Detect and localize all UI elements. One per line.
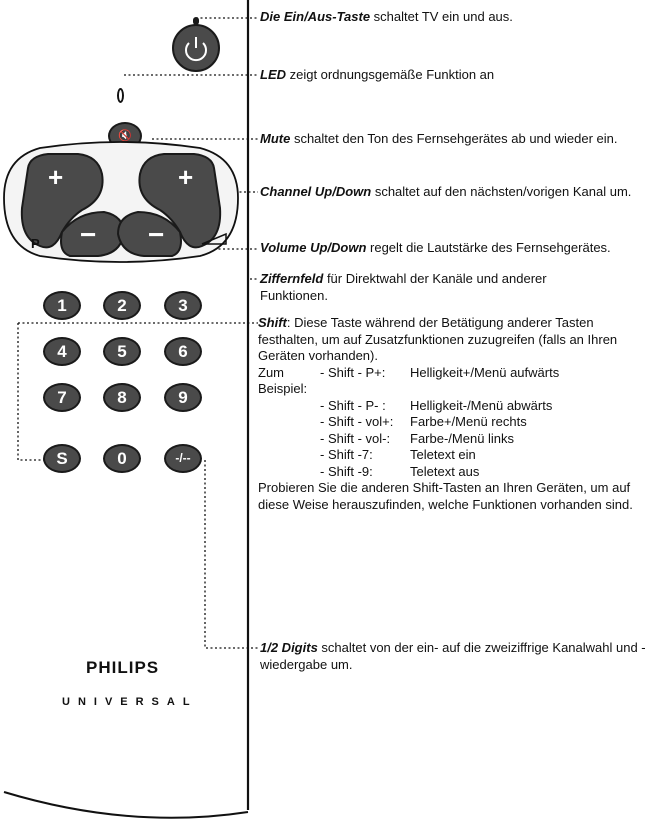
annotation-led-term: LED xyxy=(260,67,286,82)
mute-icon: 🔇 xyxy=(118,130,132,142)
shift-example-row: - Shift - vol-: Farbe-/Menü links xyxy=(258,431,559,448)
model-label: UNIVERSAL xyxy=(62,696,198,708)
key-9[interactable]: 9 xyxy=(164,383,202,412)
shift-example-effect: Farbe+/Menü rechts xyxy=(410,414,527,429)
key-7[interactable]: 7 xyxy=(43,383,81,412)
shift-example-effect: Helligkeit+/Menü aufwärts xyxy=(410,364,560,380)
volume-rocker xyxy=(138,153,222,249)
shift-example-row: Zum Beispiel: - Shift - P+: Helligkeit+/… xyxy=(258,365,559,398)
key-5[interactable]: 5 xyxy=(103,337,141,366)
annotation-led-text: zeigt ordnungsgemäße Funktion an xyxy=(286,67,495,82)
brand-logo: PHILIPS xyxy=(86,658,160,677)
annotation-volume-text: regelt die Lautstärke des Fernsehgerätes… xyxy=(366,240,611,255)
annotation-shift: Shift: Diese Taste während der Betätigun… xyxy=(258,315,658,513)
volume-up-button[interactable]: + xyxy=(178,162,194,192)
power-button[interactable] xyxy=(172,24,220,72)
annotation-digits: 1/2 Digits schaltet von der ein- auf die… xyxy=(260,640,666,673)
shift-example-combo: - Shift -9: xyxy=(320,463,373,479)
shift-example-combo: - Shift -7: xyxy=(320,447,373,462)
annotation-shift-term: Shift xyxy=(258,315,287,330)
annotation-power: Die Ein/Aus-Taste schaltet TV ein und au… xyxy=(260,9,660,26)
shift-example-intro: Zum Beispiel: xyxy=(258,364,308,397)
p-label: P xyxy=(31,236,40,251)
volume-down-button[interactable]: − xyxy=(148,219,165,250)
shift-example-combo: - Shift - P- : xyxy=(320,397,386,413)
annotation-mute-term: Mute xyxy=(260,131,291,146)
shift-example-effect: Teletext ein xyxy=(410,447,476,462)
annotation-led: LED zeigt ordnungsgemäße Funktion an xyxy=(260,67,660,84)
shift-example-row: - Shift - P- : Helligkeit-/Menü abwärts xyxy=(258,398,559,415)
channel-down-button[interactable]: − xyxy=(80,219,97,250)
shift-example-combo: - Shift - vol+: xyxy=(320,414,394,429)
channel-up-button[interactable]: + xyxy=(48,162,64,192)
power-button-nub xyxy=(193,17,199,25)
shift-example-effect: Helligkeit-/Menü abwärts xyxy=(410,397,553,413)
annotation-channel-term: Channel Up/Down xyxy=(260,184,372,199)
key-2[interactable]: 2 xyxy=(103,291,141,320)
annotation-shift-footer: Probieren Sie die anderen Shift-Tasten a… xyxy=(258,480,633,512)
shift-example-combo: - Shift - P+: xyxy=(320,364,386,380)
control-pad xyxy=(3,141,239,263)
key-8[interactable]: 8 xyxy=(103,383,141,412)
key-4[interactable]: 4 xyxy=(43,337,81,366)
annotation-keypad-term: Ziffernfeld xyxy=(260,271,324,286)
led-indicator xyxy=(117,88,124,103)
annotation-mute-text: schaltet den Ton des Fernsehgerätes ab u… xyxy=(290,131,618,146)
shift-example-combo: - Shift - vol-: xyxy=(320,430,391,446)
annotation-shift-desc: Shift: Diese Taste während der Betätigun… xyxy=(258,315,630,365)
shift-example-row: - Shift -7: Teletext ein xyxy=(258,447,559,464)
annotation-keypad-text: für Direktwahl der Kanäle und anderer Fu… xyxy=(260,271,547,303)
annotation-power-term: Die Ein/Aus-Taste xyxy=(260,9,371,24)
key-6[interactable]: 6 xyxy=(164,337,202,366)
channel-rocker xyxy=(20,153,104,249)
key-1[interactable]: 1 xyxy=(43,291,81,320)
annotation-shift-text: : Diese Taste während der Betätigung and… xyxy=(258,315,618,363)
shift-example-row: - Shift -9: Teletext aus xyxy=(258,464,559,481)
shift-example-effect: Teletext aus xyxy=(410,463,480,479)
digits-key[interactable]: -/-- xyxy=(164,444,202,473)
volume-wedge-icon xyxy=(201,232,227,245)
annotation-channel-text: schaltet auf den nächsten/vorigen Kanal … xyxy=(371,184,632,199)
annotation-digits-text: schaltet von der ein- auf die zweiziffri… xyxy=(260,640,646,672)
shift-example-effect: Farbe-/Menü links xyxy=(410,430,515,446)
key-3[interactable]: 3 xyxy=(164,291,202,320)
annotation-digits-term: 1/2 Digits xyxy=(260,640,318,655)
annotation-volume-term: Volume Up/Down xyxy=(260,240,367,255)
shift-key[interactable]: S xyxy=(43,444,81,473)
annotation-keypad: Ziffernfeld für Direktwahl der Kanäle un… xyxy=(260,271,560,304)
key-0[interactable]: 0 xyxy=(103,444,141,473)
power-icon xyxy=(185,37,207,62)
annotation-channel: Channel Up/Down schaltet auf den nächste… xyxy=(260,184,662,201)
shift-example-row: - Shift - vol+: Farbe+/Menü rechts xyxy=(258,414,559,431)
annotation-volume: Volume Up/Down regelt die Lautstärke des… xyxy=(260,240,660,257)
shift-examples: Zum Beispiel: - Shift - P+: Helligkeit+/… xyxy=(258,365,559,481)
annotation-power-text: schaltet TV ein und aus. xyxy=(370,9,513,24)
annotation-mute: Mute schaltet den Ton des Fernsehgerätes… xyxy=(260,131,664,148)
